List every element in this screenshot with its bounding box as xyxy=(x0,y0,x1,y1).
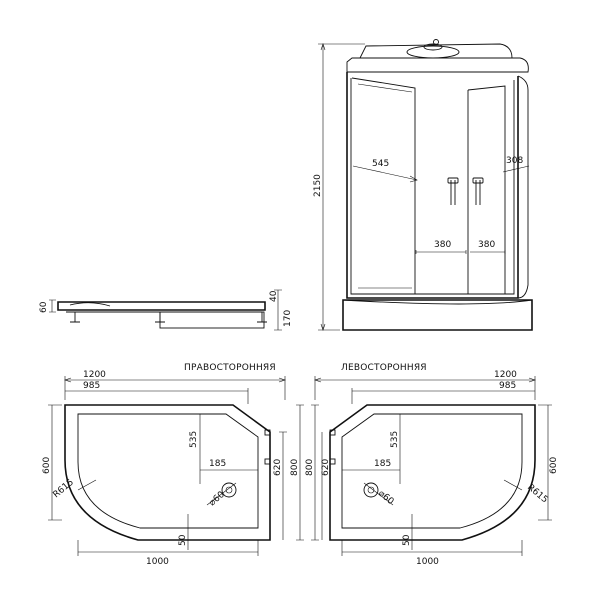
left-depth-inner-dim: 620 xyxy=(321,459,331,476)
left-bottom-width-dim: 1000 xyxy=(416,557,439,567)
tray-total-height-dim: 170 xyxy=(283,310,293,327)
left-plan-caption: ЛЕВОСТОРОННЯЯ xyxy=(341,363,427,373)
cabin-door-left-dim: 380 xyxy=(434,240,451,250)
right-plan-caption: ПРАВОСТОРОННЯЯ xyxy=(184,363,276,373)
left-bottom-offset-dim: 50 xyxy=(402,534,412,546)
right-hand-plan: ПРАВОСТОРОННЯЯ 1200 985 ⌀60 535 185 600 … xyxy=(42,363,304,567)
left-inner-width-dim: 985 xyxy=(499,381,516,391)
left-drain-y-dim: 535 xyxy=(390,431,400,448)
tray-lip-height-dim: 60 xyxy=(39,301,49,313)
tray-top-height-dim: 40 xyxy=(269,290,279,302)
cabin-door-right-dim: 380 xyxy=(478,240,495,250)
right-drain-x-dim: 185 xyxy=(209,459,226,469)
left-right-depth-dim: 600 xyxy=(549,457,559,474)
right-drain-diameter-dim: ⌀60 xyxy=(208,490,228,509)
right-depth-outer-dim: 800 xyxy=(290,459,300,476)
right-radius-dim: R615 xyxy=(52,478,76,501)
right-overall-width-dim: 1200 xyxy=(83,370,106,380)
left-radius-dim: R615 xyxy=(525,483,549,506)
cabin-side-width-dim: 308 xyxy=(506,156,523,166)
right-bottom-width-dim: 1000 xyxy=(146,557,169,567)
cabin-glass-width-dim: 545 xyxy=(372,159,389,169)
left-hand-plan: ЛЕВОСТОРОННЯЯ 1200 985 ⌀60 535 185 800 6… xyxy=(305,363,559,567)
right-left-depth-dim: 600 xyxy=(42,457,52,474)
cabin-front-view: 2150 545 308 380 380 xyxy=(313,39,533,331)
right-depth-inner-dim: 620 xyxy=(273,459,283,476)
left-depth-outer-dim: 800 xyxy=(305,459,315,476)
left-drain-x-dim: 185 xyxy=(374,459,391,469)
right-bottom-offset-dim: 50 xyxy=(178,534,188,546)
tray-side-view: 60 40 170 xyxy=(39,289,293,331)
left-overall-width-dim: 1200 xyxy=(494,370,517,380)
right-inner-width-dim: 985 xyxy=(83,381,100,391)
cabin-height-dim: 2150 xyxy=(313,174,323,197)
right-drain-y-dim: 535 xyxy=(189,431,199,448)
